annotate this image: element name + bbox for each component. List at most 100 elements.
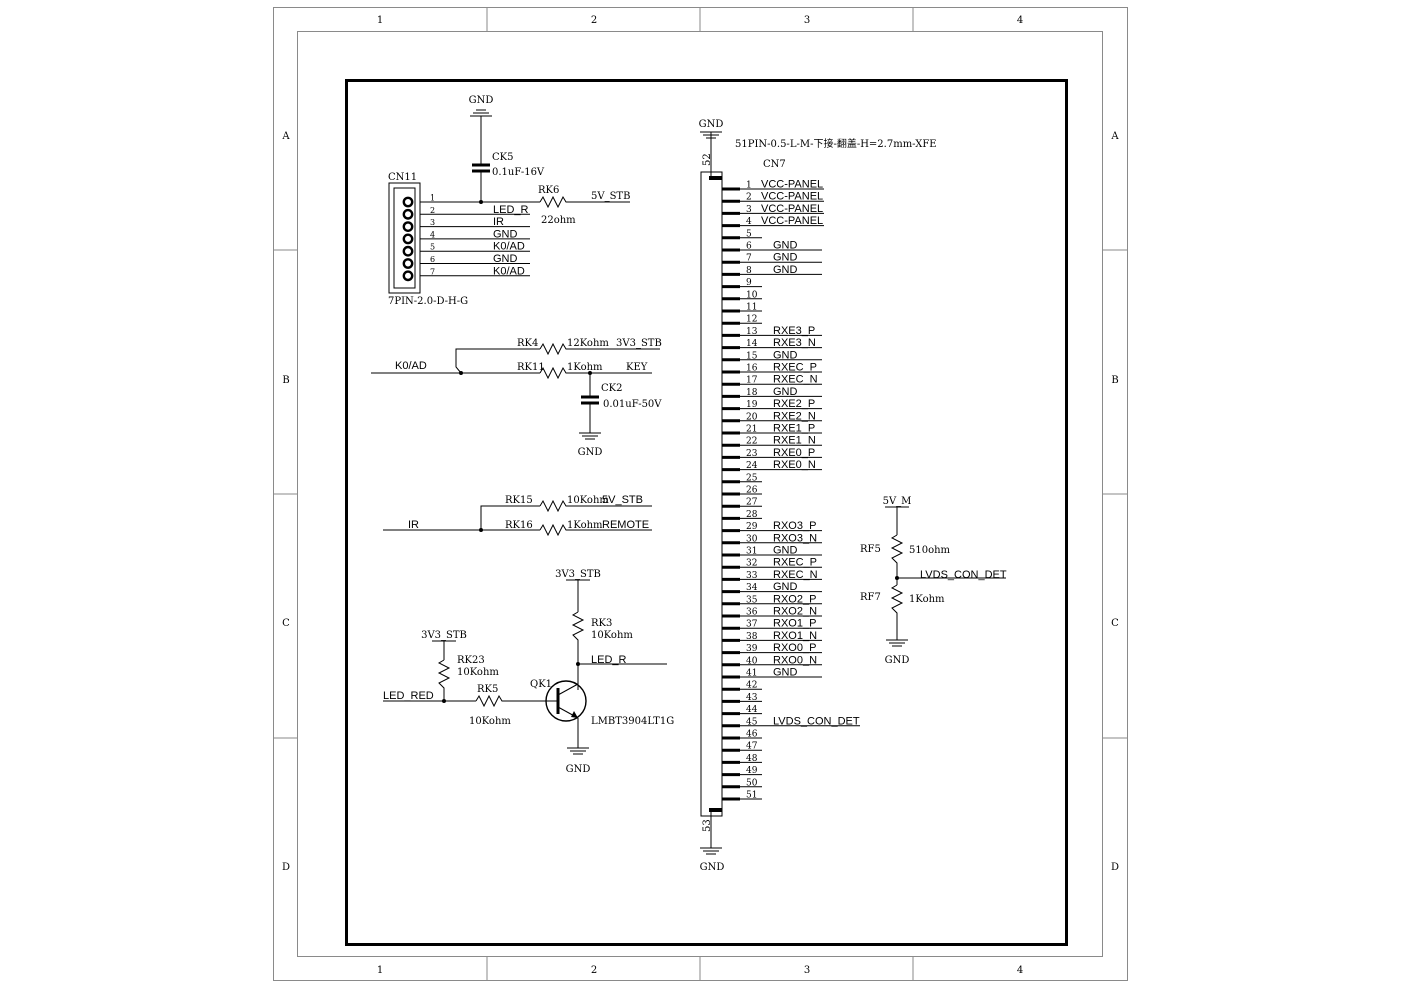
rk3-value: 10Kohm [591, 630, 633, 641]
rk4-ref: RK4 [517, 338, 538, 349]
det-top-net: 5V_M [883, 496, 912, 507]
cn7-pin-number: 5 [746, 229, 752, 239]
cn7-pin-net: RXEC_N [773, 374, 818, 386]
rk6-value: 22ohm [541, 215, 576, 226]
rf7-value: 1Kohm [909, 594, 945, 605]
cn7-pin-number: 42 [746, 681, 757, 691]
qk1-part: LMBT3904LT1G [591, 716, 674, 727]
ck2-gnd-label: GND [578, 447, 603, 458]
col-label-bottom-2: 2 [591, 965, 597, 976]
cn7-pin-number: 47 [746, 742, 758, 752]
rk6-resistor: RK6 22ohm 5V_STB [538, 185, 630, 226]
cn11-pin-number: 6 [430, 255, 435, 264]
rk5-ref: RK5 [477, 684, 498, 695]
cn11-pin-net: GND [493, 253, 518, 265]
cn7-pin-net: RXE3_N [773, 337, 816, 349]
cn11-pin-contact [402, 270, 414, 282]
cn7-pin-net: RXE0_P [773, 447, 815, 459]
cn7-pin-number: 35 [746, 595, 758, 605]
cn7-pin-53: 53 [702, 819, 713, 832]
cn7-pin-number: 30 [746, 534, 758, 544]
cn7-pin-number: 23 [746, 449, 758, 459]
cn7-pin-number: 43 [746, 693, 758, 703]
cn11-pin-net: LED_R [493, 204, 529, 216]
lvds-detect-block: 5V_M RF5 510ohm LVDS_CON_DET RF7 1Kohm G… [860, 496, 1007, 666]
cn7-pin-number: 9 [746, 278, 752, 288]
cn7-pin-number: 45 [746, 717, 758, 727]
led-collector-net: LED_R [591, 654, 627, 666]
col-label-bottom-1: 1 [377, 965, 383, 976]
key-block: K0/AD RK4 12Kohm 3V3_STB RK11 1Kohm KEY … [371, 338, 662, 458]
ck5-value: 0.1uF-16V [492, 167, 545, 178]
cn7-pin-number: 4 [746, 217, 752, 227]
col-label-top-1: 1 [377, 15, 383, 26]
cn7-connector-block: GND 51PIN-0.5-L-M-下接-翻盖-H=2.7mm-XFE CN7 … [699, 119, 937, 873]
cn7-pin-number: 46 [746, 730, 758, 740]
cn11-pin-number: 7 [430, 267, 435, 276]
rk6-ref: RK6 [538, 185, 559, 196]
cn7-pin-number: 27 [746, 498, 758, 508]
cn7-pin-number: 48 [746, 754, 758, 764]
cn11-pin-contact [402, 221, 414, 233]
cn7-pin-number: 41 [746, 669, 757, 679]
inner-border [345, 79, 1068, 946]
drawing-frame: 1 2 3 4 1 2 3 4 A B C D A B C D [273, 7, 1128, 981]
rk11-value: 1Kohm [567, 362, 603, 373]
rk15-net: 5V_STB [602, 494, 643, 506]
cn7-pin-number: 10 [746, 290, 758, 300]
cn11-ref: CN11 [388, 172, 417, 183]
ir-in-net: IR [408, 519, 419, 531]
cn7-pin-net: RXO1_P [773, 618, 816, 630]
rk23-ref: RK23 [457, 655, 485, 666]
cn11-pin-contact [402, 208, 414, 220]
cn7-pin-number: 22 [746, 437, 757, 447]
cn7-pin-net: RXE2_P [773, 398, 815, 410]
cn7-pin-number: 1 [746, 181, 752, 191]
rf5-ref: RF5 [860, 544, 881, 555]
rk4-value: 12Kohm [567, 338, 609, 349]
cn7-pin-number: 26 [746, 486, 758, 496]
cn7-pin-number: 31 [746, 547, 757, 557]
col-label-top-2: 2 [591, 15, 597, 26]
cn11-inner [393, 187, 416, 289]
led-in-net: LED_RED [383, 690, 434, 702]
cn7-gnd-bottom-label: GND [700, 862, 725, 873]
key-in-net: K0/AD [395, 360, 427, 372]
led-driver-block: 3V3_STB RK3 10Kohm LED_R 3V3_STB RK23 10… [383, 569, 674, 775]
cn7-pin-number: 24 [746, 461, 758, 471]
qk1-gnd-label: GND [566, 764, 591, 775]
cn7-pin-number: 32 [746, 559, 757, 569]
col-label-top-4: 4 [1017, 15, 1023, 26]
cn7-pin-net: GND [773, 252, 798, 264]
cn11-pin-net: GND [493, 228, 518, 240]
cn7-pin-number: 34 [746, 583, 758, 593]
cn7-pin-number: 13 [746, 327, 758, 337]
cn7-pin-net: GND [773, 545, 798, 557]
ck5-capacitor: CK5 0.1uF-16V GND [469, 95, 545, 204]
ir-block: IR RK15 10Kohm 5V_STB RK16 1Kohm REMOTE [383, 494, 652, 537]
cn7-pin-net: VCC-PANEL [761, 191, 823, 203]
cn11-pin-contact [402, 196, 414, 208]
cn7-pin-number: 33 [746, 571, 758, 581]
cn7-pin-number: 25 [746, 473, 758, 483]
cn7-pin-number: 29 [746, 522, 758, 532]
det-gnd-label: GND [885, 655, 910, 666]
cn7-pin-net: RXEC_P [773, 362, 817, 374]
cn7-pin-number: 15 [746, 351, 758, 361]
cn11-body [388, 182, 421, 294]
rk16-net: REMOTE [602, 519, 649, 531]
cn7-pin-net: GND [773, 349, 798, 361]
cn7-pin-net: RXO3_N [773, 532, 817, 544]
cn7-pin-number: 20 [746, 412, 758, 422]
cn7-pin-net: RXO1_N [773, 630, 817, 642]
cn7-pin-net: VCC-PANEL [761, 179, 823, 191]
cn7-pin-number: 3 [746, 205, 752, 215]
rk15-value: 10Kohm [567, 495, 609, 506]
col-label-bottom-4: 4 [1017, 965, 1023, 976]
rk11-ref: RK11 [517, 362, 545, 373]
cn7-pin-number: 50 [746, 778, 758, 788]
row-label-right-a: A [1110, 131, 1119, 142]
cn11-pin-contact [402, 233, 414, 245]
rf5-value: 510ohm [909, 545, 951, 556]
rk16-ref: RK16 [505, 520, 533, 531]
